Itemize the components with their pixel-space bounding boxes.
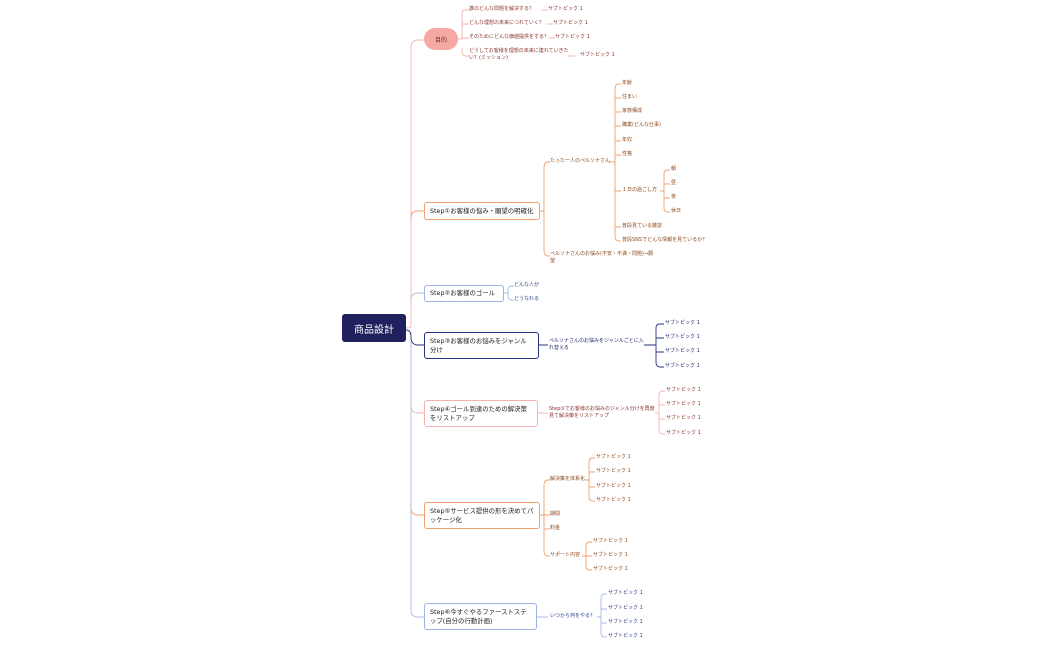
subtopic[interactable]: サブトピック 1 xyxy=(580,52,615,58)
step5-label: Step⑤サービス提供の形を決めてパッケージ化 xyxy=(430,506,534,524)
persona-attr[interactable]: 年齢 xyxy=(622,80,633,86)
subtopic[interactable]: サブトピック 1 xyxy=(608,605,643,611)
persona-attr[interactable]: 住まい xyxy=(622,94,638,100)
purpose-item[interactable]: どうしてお客様を理想の未来に連れていきたい？(ミッション) xyxy=(469,48,569,61)
subtopic[interactable]: サブトピック 1 xyxy=(596,497,631,503)
day-item[interactable]: 朝 xyxy=(671,166,677,172)
persona-attr[interactable]: 家族構成 xyxy=(622,108,643,114)
step1-topic[interactable]: Step①お客様の悩み・願望の明確化 xyxy=(424,202,540,220)
subtopic[interactable]: サブトピック 1 xyxy=(665,334,700,340)
day-item[interactable]: 夜 xyxy=(671,194,677,200)
subtopic[interactable]: サブトピック 1 xyxy=(553,20,588,26)
persona-worry[interactable]: ペルソナさんのお悩み(不安・不満・問題)→願望 xyxy=(550,251,654,264)
subtopic[interactable]: サブトピック 1 xyxy=(666,401,701,407)
step2-topic[interactable]: Step②お客様のゴール xyxy=(424,285,504,302)
purpose-item[interactable]: 誰のどんな問題を解決する？ xyxy=(469,6,535,12)
step4-label: Step④ゴール到達のための解決策をリストアップ xyxy=(430,404,527,422)
subtopic[interactable]: サブトピック 1 xyxy=(596,454,631,460)
persona-attr[interactable]: 年収 xyxy=(622,137,633,143)
subtopic[interactable]: サブトピック 1 xyxy=(555,34,590,40)
goal-item[interactable]: どんな人が xyxy=(514,282,540,288)
subtopic[interactable]: サブトピック 1 xyxy=(666,415,701,421)
step3-topic[interactable]: Step③お客様のお悩みをジャンル分け xyxy=(424,332,539,359)
subtopic[interactable]: サブトピック 1 xyxy=(548,6,583,12)
step4-branch[interactable]: Step③でお客様のお悩みのジャンル分けを再度見て解決策をリストアップ xyxy=(549,406,655,419)
persona-attr[interactable]: 普段見ている雑誌 xyxy=(622,223,663,229)
step3-branch[interactable]: ペルソナさんのお悩みをジャンルごとに入れ替える xyxy=(549,338,644,351)
subtopic[interactable]: サブトピック 1 xyxy=(608,590,643,596)
step6-branch[interactable]: いつから何をやる？ xyxy=(550,613,596,619)
step3-label: Step③お客様のお悩みをジャンル分け xyxy=(430,337,527,354)
systematize-item[interactable]: 解決策を体系化 xyxy=(550,476,586,482)
persona-topic[interactable]: たった一人のペルソナさん xyxy=(550,158,611,164)
goal-item[interactable]: どうなれる xyxy=(514,296,540,302)
day-item[interactable]: 休日 xyxy=(671,208,682,214)
subtopic[interactable]: サブトピック 1 xyxy=(608,619,643,625)
day-item[interactable]: 昼 xyxy=(671,180,677,186)
subtopic[interactable]: サブトピック 1 xyxy=(665,320,700,326)
persona-attr[interactable]: １日の過ごし方 xyxy=(622,187,658,193)
subtopic[interactable]: サブトピック 1 xyxy=(665,348,700,354)
purpose-item[interactable]: そのためにどんな価値提供をする？ xyxy=(469,34,550,40)
persona-attr[interactable]: 普段SNSでどんな情報を見ているか？ xyxy=(622,237,708,243)
subtopic[interactable]: サブトピック 1 xyxy=(608,633,643,639)
step4-topic[interactable]: Step④ゴール到達のための解決策をリストアップ xyxy=(424,400,538,427)
subtopic[interactable]: サブトピック 1 xyxy=(596,468,631,474)
price-item[interactable]: 料金 xyxy=(550,525,561,531)
step6-topic[interactable]: Step⑥今すぐやるファーストステップ(自分の行動計画) xyxy=(424,603,537,630)
purpose-topic[interactable]: 目的 xyxy=(424,28,458,50)
persona-attr[interactable]: 性格 xyxy=(622,151,633,157)
support-item[interactable]: サポート内容 xyxy=(550,552,581,558)
subtopic[interactable]: サブトピック 1 xyxy=(666,387,701,393)
root-topic[interactable]: 商品設計 xyxy=(342,314,406,342)
subtopic[interactable]: サブトピック 1 xyxy=(593,566,628,572)
subtopic[interactable]: サブトピック 1 xyxy=(665,363,700,369)
period-item[interactable]: 期間 xyxy=(550,511,561,517)
persona-attr[interactable]: 職業(どんな仕事) xyxy=(622,122,661,128)
subtopic[interactable]: サブトピック 1 xyxy=(593,552,628,558)
purpose-item[interactable]: どんな理想の未来につれていく？ xyxy=(469,20,544,26)
subtopic[interactable]: サブトピック 1 xyxy=(593,538,628,544)
step5-topic[interactable]: Step⑤サービス提供の形を決めてパッケージ化 xyxy=(424,502,540,529)
subtopic[interactable]: サブトピック 1 xyxy=(596,483,631,489)
subtopic[interactable]: サブトピック 1 xyxy=(666,430,701,436)
step6-label: Step⑥今すぐやるファーストステップ(自分の行動計画) xyxy=(430,607,527,625)
